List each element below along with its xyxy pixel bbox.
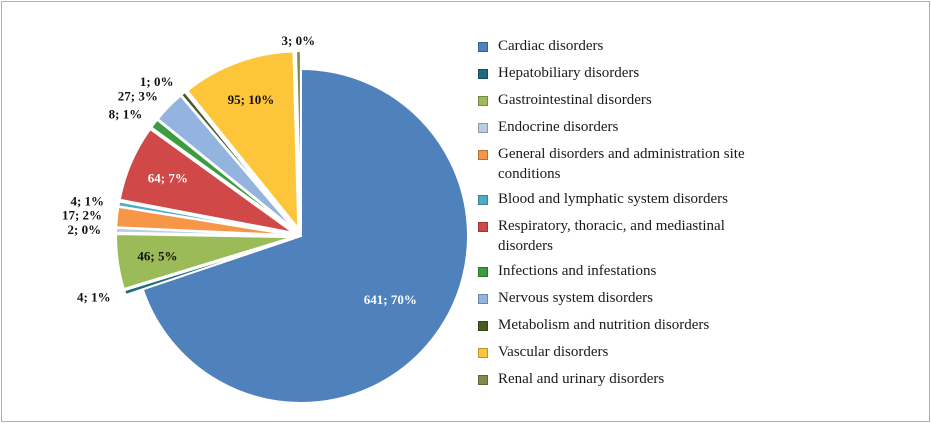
pie-slice: [118, 127, 295, 234]
legend-item-blood: Blood and lymphatic system disorders: [478, 189, 778, 209]
legend-item-respiratory: Respiratory, thoracic, and mediastinal d…: [478, 216, 778, 256]
slice-data-label: 4; 1%: [77, 289, 111, 304]
legend-swatch: [478, 195, 488, 205]
legend-swatch: [478, 222, 488, 232]
slice-data-label: 27; 3%: [118, 88, 158, 103]
legend-swatch: [478, 267, 488, 277]
legend-label: Nervous system disorders: [498, 290, 653, 306]
pie-slice: [141, 67, 469, 404]
legend-swatch: [478, 321, 488, 331]
legend-label: Renal and urinary disorders: [498, 371, 665, 387]
legend-swatch: [478, 348, 488, 358]
legend-label: General disorders and administration sit…: [498, 146, 745, 182]
pie-slice: [185, 50, 300, 232]
legend-item-gastrointestinal: Gastrointestinal disorders: [478, 90, 778, 110]
legend-item-infections: Infections and infestations: [478, 261, 778, 281]
slice-data-label: 641; 70%: [364, 292, 417, 307]
legend-item-cardiac: Cardiac disorders: [478, 36, 778, 56]
slice-data-label: 95; 10%: [228, 92, 275, 107]
legend-label: Respiratory, thoracic, and mediastinal d…: [498, 218, 725, 254]
legend-item-endocrine: Endocrine disorders: [478, 117, 778, 137]
legend-item-renal: Renal and urinary disorders: [478, 369, 778, 389]
slice-data-label: 46; 5%: [137, 248, 177, 263]
legend-swatch: [478, 123, 488, 133]
legend-item-hepatobiliary: Hepatobiliary disorders: [478, 63, 778, 83]
legend-item-general: General disorders and administration sit…: [478, 144, 778, 184]
pie-slice: [117, 200, 294, 236]
slice-data-label: 3; 0%: [282, 33, 316, 48]
legend-swatch: [478, 96, 488, 106]
pie-slice: [122, 237, 294, 297]
legend-swatch: [478, 375, 488, 385]
legend-item-vascular: Vascular disorders: [478, 342, 778, 362]
legend-swatch: [478, 150, 488, 160]
pie-slice: [115, 233, 294, 291]
legend-label: Gastrointestinal disorders: [498, 92, 652, 108]
slice-data-label: 4; 1%: [70, 193, 104, 208]
legend-label: Vascular disorders: [498, 344, 609, 360]
legend-label: Blood and lymphatic system disorders: [498, 191, 728, 207]
slice-data-label: 2; 0%: [68, 222, 102, 237]
legend-label: Infections and infestations: [498, 263, 657, 279]
legend-label: Endocrine disorders: [498, 119, 619, 135]
legend-label: Hepatobiliary disorders: [498, 65, 640, 81]
pie-slice: [295, 50, 302, 229]
legend: Cardiac disorders Hepatobiliary disorder…: [478, 36, 778, 396]
slice-data-label: 1; 0%: [140, 74, 174, 89]
legend-swatch: [478, 69, 488, 79]
legend-swatch: [478, 42, 488, 52]
pie-slice: [179, 90, 297, 231]
legend-item-metabolism: Metabolism and nutrition disorders: [478, 315, 778, 335]
slice-data-label: 64; 7%: [148, 171, 188, 186]
slice-data-label: 17; 2%: [62, 208, 102, 223]
legend-swatch: [478, 294, 488, 304]
slice-data-label: 8; 1%: [109, 106, 143, 121]
legend-item-nervous: Nervous system disorders: [478, 288, 778, 308]
legend-label: Metabolism and nutrition disorders: [498, 317, 710, 333]
legend-label: Cardiac disorders: [498, 38, 604, 54]
